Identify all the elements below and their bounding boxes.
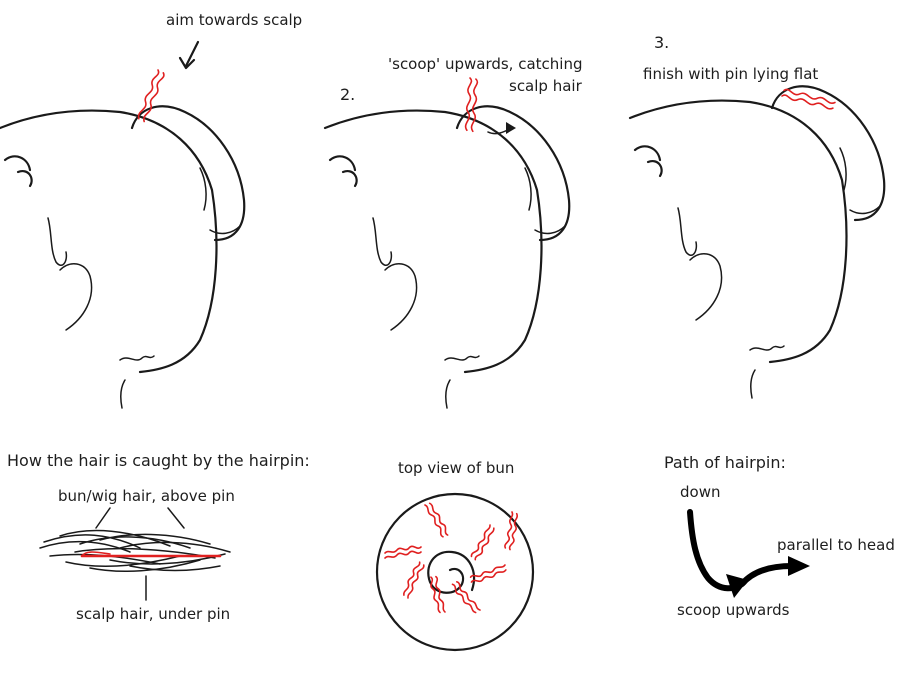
label-scalp-under: scalp hair, under pin — [76, 605, 231, 623]
label-scalp-hair: scalp hair — [509, 77, 582, 95]
label-step2-number: 2. — [340, 85, 356, 104]
step1-figure — [0, 40, 246, 410]
label-top-view: top view of bun — [398, 459, 515, 477]
hairpin-step1 — [132, 69, 170, 123]
hair-caught-illustration — [39, 507, 231, 601]
bun-top-view — [375, 492, 535, 652]
label-aim: aim towards scalp — [166, 11, 303, 29]
label-scoop-up: scoop upwards — [677, 601, 790, 619]
hairpin-step2 — [460, 77, 483, 133]
step2-figure — [323, 77, 571, 410]
label-down: down — [680, 483, 721, 501]
hairpin-path-diagram — [687, 509, 810, 598]
label-finish: finish with pin lying flat — [643, 65, 819, 83]
step3-figure — [628, 83, 886, 400]
label-step3-number: 3. — [654, 33, 670, 52]
label-path-title: Path of hairpin: — [664, 453, 786, 472]
label-scoop: 'scoop' upwards, catching — [388, 55, 583, 73]
label-how-caught: How the hair is caught by the hairpin: — [7, 451, 310, 470]
arrow-down-icon — [184, 40, 200, 68]
label-bun-wig: bun/wig hair, above pin — [58, 487, 235, 505]
label-parallel: parallel to head — [777, 536, 895, 554]
